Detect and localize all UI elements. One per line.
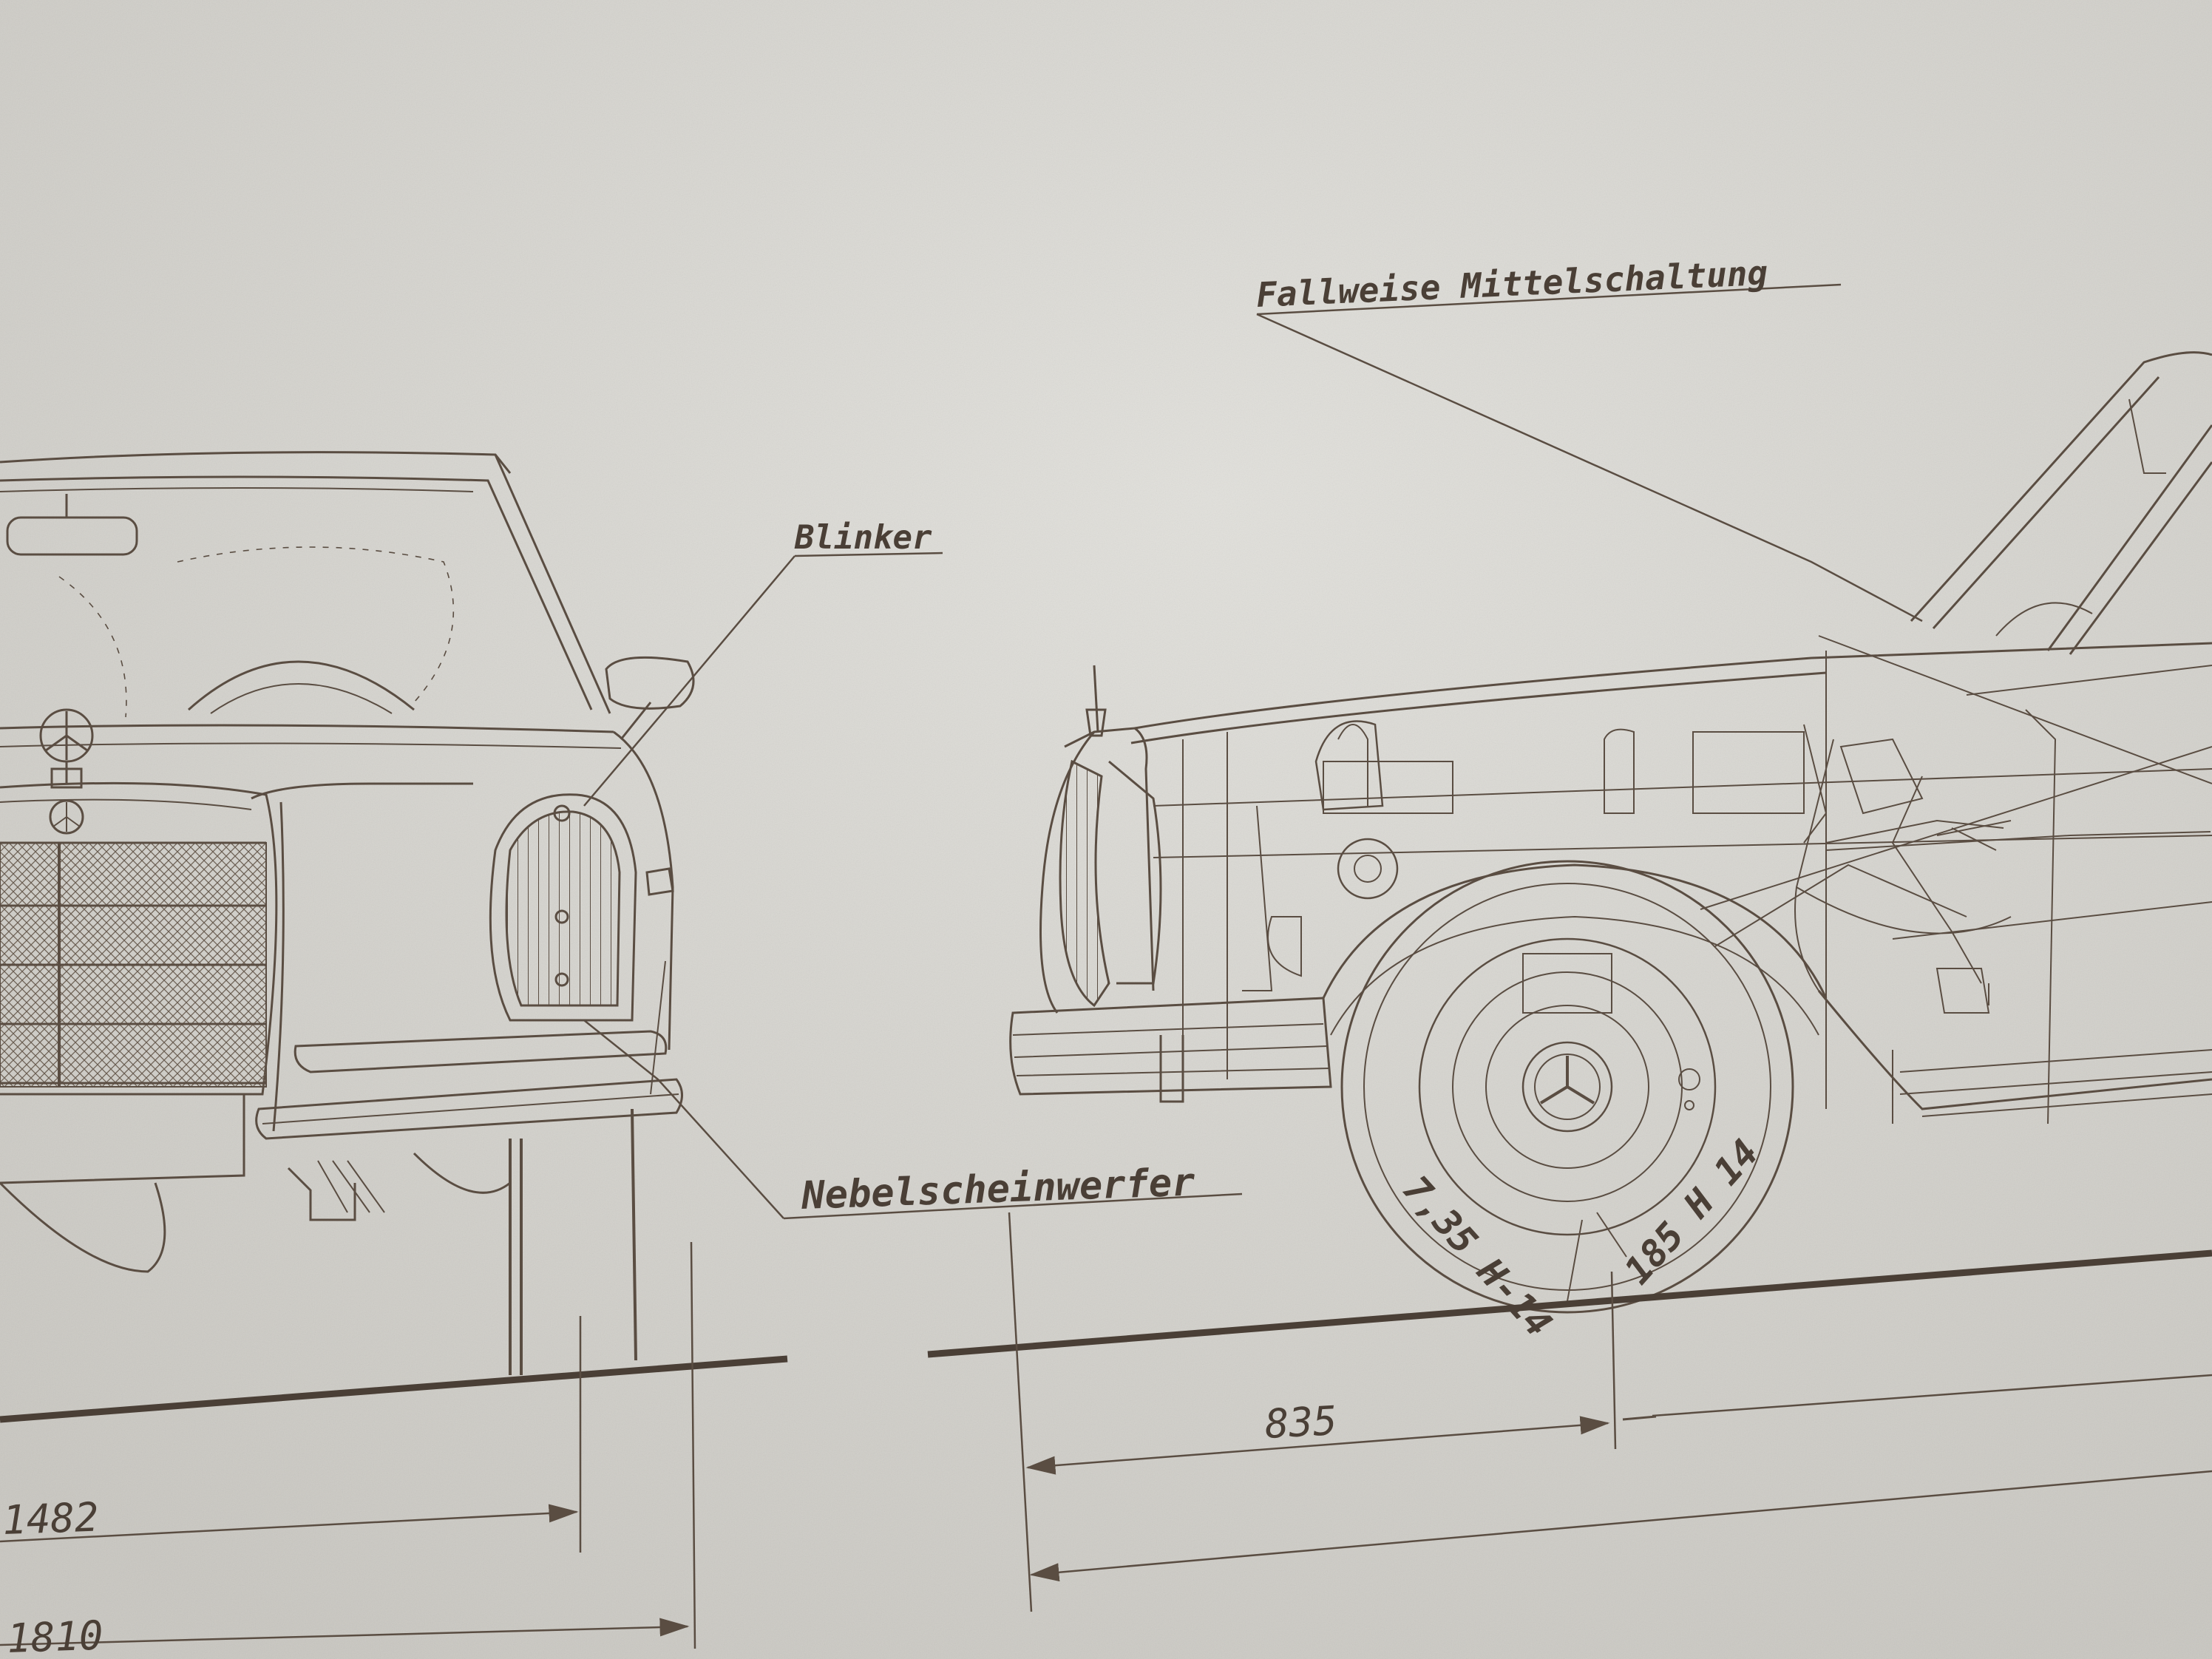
blinker-leader [583, 552, 943, 807]
track-width-dimension: 1482 [1, 1493, 99, 1544]
front-view-drawing [0, 451, 695, 1375]
mittelschaltung-leader [1256, 283, 1923, 622]
blinker-label: Blinker [794, 519, 932, 557]
front-wheel [1340, 860, 1794, 1314]
side-dimension-lines [1008, 1212, 2212, 1612]
side-ground-line [927, 1249, 2212, 1358]
front-ground-line [0, 1355, 788, 1423]
overall-width-dimension: 1810 [6, 1612, 104, 1659]
nebelscheinwerfer-leader [583, 1020, 1243, 1220]
side-view-drawing [1009, 351, 2212, 1124]
front-dimension-lines [0, 1241, 696, 1649]
front-overhang-dimension: 835 [1263, 1397, 1338, 1448]
